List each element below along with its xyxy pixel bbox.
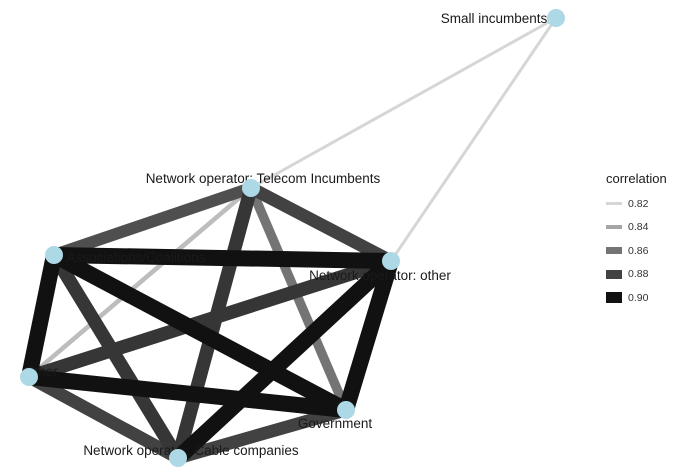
edge-netother-cable xyxy=(172,255,397,464)
edge-telecom-gov xyxy=(246,186,351,412)
legend-label: 0.82 xyxy=(628,197,649,210)
legend-item: 0.90 xyxy=(606,286,676,310)
edge-assoc-gov xyxy=(50,247,350,418)
legend-item: 0.88 xyxy=(606,263,676,287)
edge-netother-other xyxy=(26,254,394,384)
edge-assoc-other xyxy=(21,253,62,379)
node-label-small: Small incumbents xyxy=(441,11,548,26)
legend-swatch xyxy=(606,202,622,206)
node-cable xyxy=(169,449,187,467)
edge-assoc-netother xyxy=(53,247,392,269)
legend-swatch xyxy=(606,269,622,279)
legend-label: 0.84 xyxy=(628,221,649,234)
edge-telecom-assoc xyxy=(52,182,253,261)
node-layer xyxy=(20,9,565,467)
node-label-gov: Government xyxy=(298,416,373,431)
node-assoc xyxy=(45,246,63,264)
edge-netother-gov xyxy=(338,258,399,413)
node-telecom xyxy=(242,179,260,197)
edge-telecom-netother xyxy=(248,182,394,267)
node-small xyxy=(547,9,565,27)
edge-other-cable xyxy=(25,371,182,464)
edge-gov-cable xyxy=(176,403,348,465)
node-label-cable: Network operator: Cable companies xyxy=(83,443,299,458)
legend-title: correlation xyxy=(606,171,667,186)
legend-label: 0.86 xyxy=(628,244,649,257)
node-other xyxy=(20,368,38,386)
edge-small-telecom xyxy=(250,16,557,190)
edge-assoc-cable xyxy=(48,251,184,462)
legend-swatch xyxy=(606,292,622,304)
legend-label: 0.88 xyxy=(628,268,649,281)
legend-swatch xyxy=(606,247,622,255)
legend-swatch xyxy=(606,225,622,230)
node-gov xyxy=(337,401,355,419)
legend: correlation 0.82 0.84 0.86 0.88 0.90 xyxy=(606,171,676,310)
node-label-netother: Network operator: other xyxy=(309,268,451,283)
edge-small-netother xyxy=(389,17,558,262)
edge-telecom-other xyxy=(27,186,253,379)
legend-item: 0.86 xyxy=(606,239,676,263)
legend-label: 0.90 xyxy=(628,291,649,304)
node-label-telecom: Network operator: Telecom Incumbents xyxy=(146,171,381,186)
node-label-assoc: Associations/Coalitions xyxy=(67,250,206,265)
edge-other-gov xyxy=(28,369,347,418)
node-netother xyxy=(382,252,400,270)
legend-item: 0.84 xyxy=(606,216,676,240)
legend-item: 0.82 xyxy=(606,192,676,216)
edge-layer xyxy=(21,16,558,465)
